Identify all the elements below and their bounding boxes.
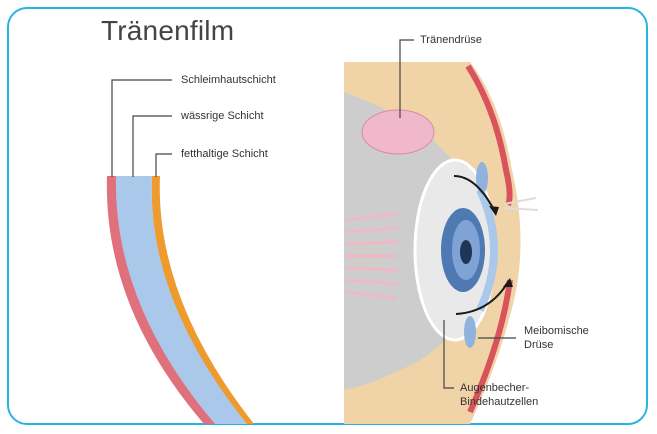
aqueous-leader-line <box>133 116 172 177</box>
lacrimal-gland <box>362 110 434 154</box>
pupil <box>460 240 472 264</box>
mucus-layer-label: Schleimhautschicht <box>181 73 276 87</box>
goblet-cells-label-line2: Bindehautzellen <box>460 395 538 409</box>
lipid-leader-line <box>156 154 172 177</box>
meibomian-gland-label-line2: Drüse <box>524 338 553 352</box>
meibomian-gland-label-line1: Meibomische <box>524 324 589 338</box>
upper-meibomian-gland <box>476 162 488 194</box>
diagram-title: Tränenfilm <box>101 15 234 47</box>
lacrimal-gland-label: Tränendrüse <box>420 33 482 47</box>
layer-leader-lines <box>112 80 172 177</box>
lipid-layer-label: fetthaltige Schicht <box>181 147 268 161</box>
eye-cross-section <box>344 62 538 424</box>
aqueous-layer-label: wässrige Schicht <box>181 109 264 123</box>
tear-film-layers <box>107 176 254 424</box>
goblet-cells-label-line1: Augenbecher- <box>460 381 529 395</box>
lower-meibomian-gland <box>464 316 476 348</box>
mucus-leader-line <box>112 80 172 177</box>
